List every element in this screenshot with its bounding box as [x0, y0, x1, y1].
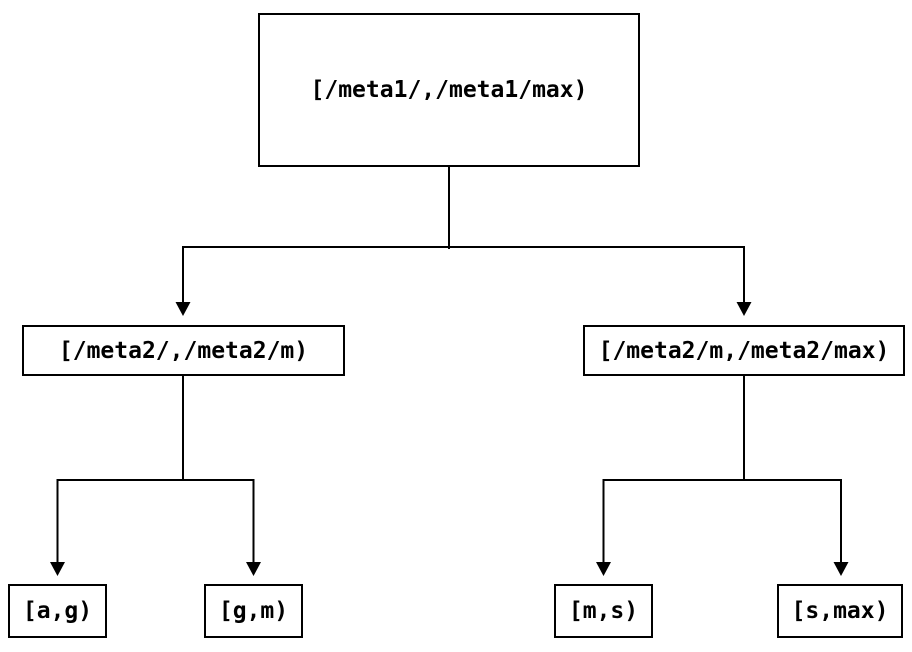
arrowhead-icon [596, 562, 611, 576]
edge-left-to-leaves [56, 376, 255, 562]
node-leaf-s-max: [s,max) [777, 584, 903, 638]
arrowhead-icon [833, 562, 849, 576]
node-root-interval: [/meta1/,/meta1/max) [258, 13, 640, 167]
node-leaf-a-g: [a,g) [8, 584, 107, 638]
edge-right-to-leaves [602, 376, 842, 562]
edge-left-branch [56, 479, 255, 562]
arrowhead-icon [246, 562, 261, 576]
arrowhead-icon [175, 302, 191, 316]
node-left-interval: [/meta2/,/meta2/m) [22, 325, 345, 376]
node-leaf-g-m: [g,m) [204, 584, 303, 638]
node-leaf-m-s: [m,s) [554, 584, 653, 638]
edge-root-to-level2 [182, 167, 745, 302]
edge-right-branch [602, 479, 842, 562]
arrowhead-icon [736, 302, 752, 316]
edge-root-branch [182, 246, 745, 302]
arrowhead-icon [50, 562, 65, 576]
node-right-interval: [/meta2/m,/meta2/max) [583, 325, 905, 376]
